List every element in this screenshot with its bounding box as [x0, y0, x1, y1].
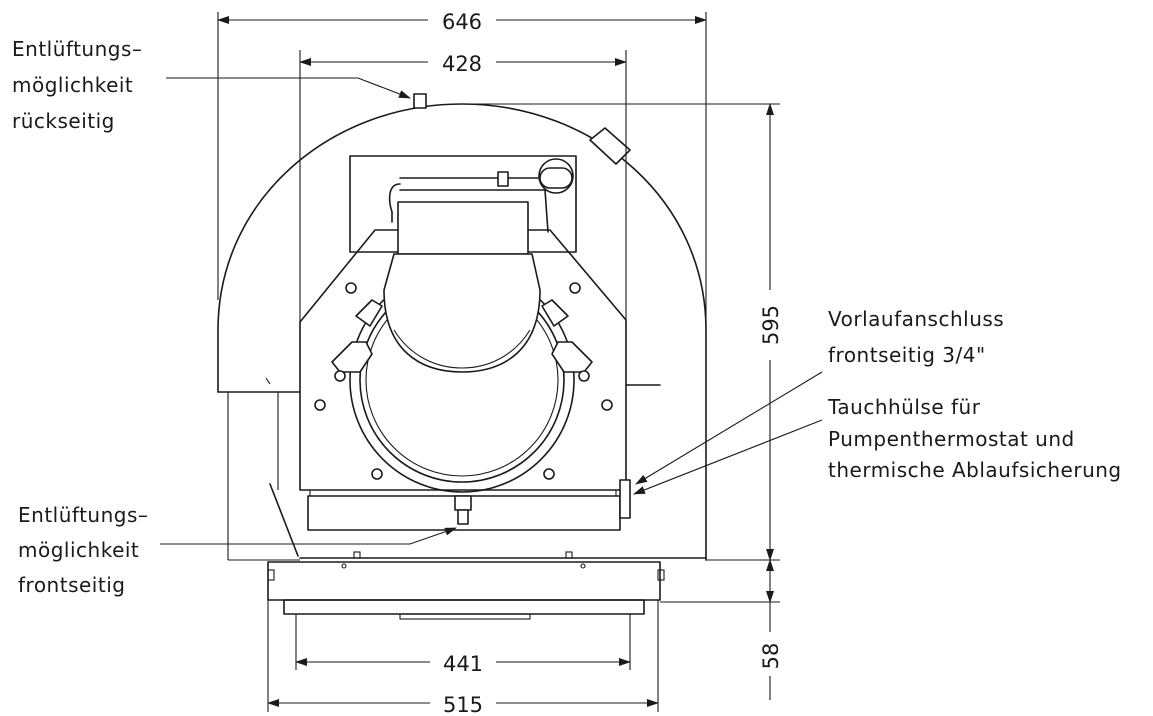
dimension-58: 58: [660, 559, 783, 700]
rear-nozzle: [589, 127, 631, 165]
leader-vent-front: [160, 527, 457, 545]
dimension-595: 595: [470, 103, 784, 561]
label-vent-front: Entlüftungs– möglichkeit frontseitig: [18, 503, 148, 597]
leader-flow-connection: [635, 371, 823, 485]
ash-drawer: [307, 479, 631, 531]
svg-text:Tauchhülse für: Tauchhülse für: [827, 395, 981, 419]
dim-515-label: 515: [443, 693, 483, 716]
dim-441-label: 441: [443, 652, 483, 676]
dim-58-label: 58: [759, 643, 783, 670]
dim-428-label: 428: [442, 52, 482, 76]
door-clamps: [331, 299, 593, 382]
dimension-646: 646: [217, 6, 707, 330]
dim-646-label: 646: [442, 10, 482, 34]
dimension-515: 515: [267, 600, 659, 716]
dimension-428: 428: [299, 48, 627, 322]
svg-text:Vorlaufanschluss: Vorlaufanschluss: [828, 307, 1004, 331]
left-tab: [265, 377, 299, 557]
base-plate: [267, 551, 665, 620]
svg-text:thermische Ablaufsicherung: thermische Ablaufsicherung: [828, 458, 1122, 482]
dimension-441: 441: [295, 614, 631, 676]
svg-text:Pumpenthermostat und: Pumpenthermostat und: [828, 427, 1075, 451]
svg-text:Entlüftungs–: Entlüftungs–: [18, 503, 148, 527]
flue-pipe: [388, 158, 574, 233]
svg-text:frontseitig: frontseitig: [18, 573, 125, 597]
leader-vent-rear: [166, 77, 411, 99]
label-flow-connection: Vorlaufanschluss frontseitig 3/4": [828, 307, 1004, 367]
label-vent-rear: Entlüftungs– möglichkeit rückseitig: [12, 37, 142, 133]
panel-bolts: [314, 282, 613, 480]
svg-text:Entlüftungs–: Entlüftungs–: [12, 37, 142, 61]
dim-595-label: 595: [759, 305, 783, 345]
label-sensor-sleeve: Tauchhülse für Pumpenthermostat und ther…: [827, 395, 1122, 482]
svg-text:frontseitig 3/4": frontseitig 3/4": [828, 343, 986, 367]
feed-hood: [383, 201, 541, 373]
svg-text:rückseitig: rückseitig: [12, 109, 115, 133]
svg-text:möglichkeit: möglichkeit: [12, 73, 133, 97]
leader-sensor-sleeve: [633, 419, 823, 495]
outer-casing: [217, 103, 707, 561]
rear-vent-fitting: [413, 93, 427, 109]
svg-text:möglichkeit: möglichkeit: [18, 538, 139, 562]
